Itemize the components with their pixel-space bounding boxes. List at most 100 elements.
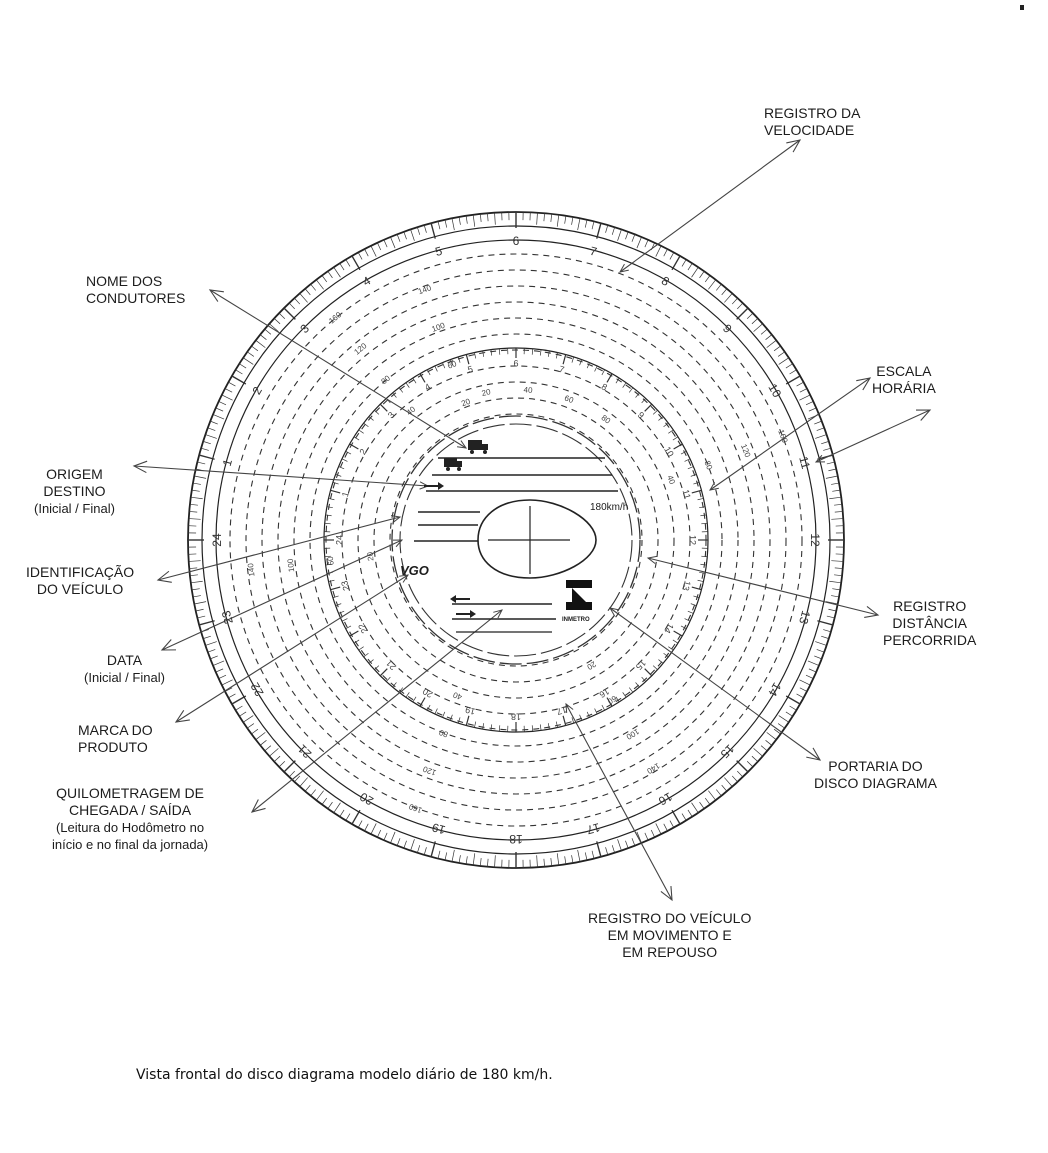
hour-number: 4 <box>360 273 373 289</box>
minute-tick <box>826 461 835 465</box>
minute-tick <box>423 225 427 233</box>
minute-tick <box>430 841 436 858</box>
minute-tick <box>190 496 203 500</box>
inner-tick <box>680 625 687 629</box>
minute-tick <box>251 345 259 352</box>
minute-tick <box>316 279 324 290</box>
speed-ring <box>341 365 691 715</box>
minute-tick <box>805 674 814 679</box>
minute-tick <box>584 219 588 228</box>
minute-tick <box>821 441 829 445</box>
hour-number: 5 <box>434 244 444 259</box>
inner-tick <box>338 466 345 470</box>
inner-tick <box>690 474 697 477</box>
inner-speed-mark: 20 <box>481 387 492 398</box>
minute-tick <box>410 839 415 851</box>
arrow-right-icon <box>424 482 444 490</box>
speed-ring <box>357 381 675 699</box>
minute-tick <box>194 601 207 605</box>
speed-mark: 60 <box>446 359 458 371</box>
minute-tick <box>596 841 602 858</box>
minute-tick <box>269 323 279 332</box>
minute-tick <box>785 363 793 369</box>
certification-mark: INMETRO <box>562 617 590 623</box>
hour-number: 8 <box>659 273 672 289</box>
minute-tick <box>760 745 768 752</box>
inner-tick <box>586 711 590 718</box>
minute-tick <box>831 482 840 485</box>
minute-tick <box>536 212 538 225</box>
minute-tick <box>479 858 482 867</box>
minute-tick <box>625 231 629 240</box>
speed-mark: 140 <box>645 761 662 776</box>
minute-tick <box>294 775 301 783</box>
minute-tick <box>751 755 759 762</box>
inner-tick <box>392 682 397 688</box>
inner-tick <box>419 697 426 707</box>
minute-tick <box>410 229 415 241</box>
minute-tick <box>796 693 804 699</box>
hour-number: 20 <box>357 789 376 808</box>
minute-tick <box>383 239 388 248</box>
inner-tick <box>405 692 410 698</box>
minute-tick <box>273 318 281 325</box>
minute-tick <box>190 580 203 584</box>
minute-tick <box>351 255 361 271</box>
inner-tick <box>628 687 634 693</box>
inner-tick <box>644 668 653 677</box>
inner-tick <box>332 595 339 599</box>
inner-tick <box>457 356 461 363</box>
inner-tick <box>490 724 493 731</box>
minute-tick <box>339 263 345 271</box>
minute-tick <box>564 215 567 224</box>
inner-tick <box>379 668 388 677</box>
speed-ring <box>245 269 787 811</box>
inner-tick <box>324 522 331 525</box>
minute-tick <box>605 847 609 855</box>
inner-tick <box>398 387 404 393</box>
minute-tick <box>364 248 369 257</box>
inner-tick <box>691 489 702 494</box>
minute-tick <box>403 231 407 240</box>
minute-tick <box>451 849 455 862</box>
minute-tick <box>799 388 808 393</box>
minute-tick <box>188 560 201 562</box>
leader-line <box>251 609 503 813</box>
hour-number: 17 <box>585 820 602 837</box>
inner-tick <box>345 625 352 629</box>
inner-tick <box>427 704 431 711</box>
minute-tick <box>201 447 209 451</box>
minute-tick <box>259 740 267 746</box>
minute-tick <box>205 434 217 439</box>
inner-hour-number: 20 <box>421 686 435 700</box>
arrowhead-icon <box>250 799 266 813</box>
minute-tick <box>699 801 705 809</box>
inner-tick <box>687 466 694 470</box>
minute-tick <box>789 705 797 711</box>
hour-number: 18 <box>509 832 523 846</box>
minute-tick <box>224 687 233 692</box>
minute-tick <box>224 388 233 393</box>
speed-mark: 100 <box>624 727 641 742</box>
inner-tick <box>412 377 417 384</box>
minute-tick <box>195 608 204 612</box>
speed-ring <box>293 317 739 763</box>
arrowhead-icon <box>856 377 872 391</box>
truck-icon <box>444 458 462 471</box>
minute-tick <box>631 838 636 846</box>
minute-tick <box>310 789 316 797</box>
inner-tick <box>338 610 345 614</box>
minute-tick <box>310 283 316 291</box>
inner-tick <box>353 436 360 441</box>
inner-tick <box>701 522 708 525</box>
minute-tick <box>304 288 311 296</box>
minute-tick <box>655 823 662 835</box>
speed-ring <box>277 301 755 779</box>
minute-tick <box>799 687 808 692</box>
speed-ring <box>373 397 659 683</box>
inner-hour-number: 2 <box>357 447 368 456</box>
minute-tick <box>766 340 777 348</box>
truck-icon <box>468 440 488 454</box>
inner-tick <box>697 498 704 501</box>
